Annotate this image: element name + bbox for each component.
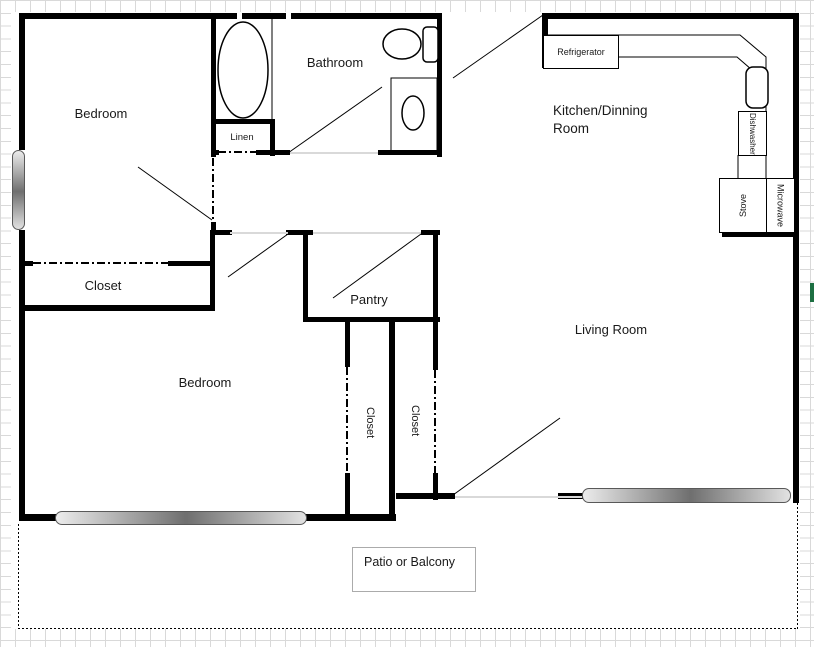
wall-closet3-right-lower <box>433 473 438 500</box>
dashdot-hallway <box>212 158 214 222</box>
dashdot-closet2-door <box>346 367 348 473</box>
wall-bottom-bedroom2-b <box>305 514 396 521</box>
wall-top-3 <box>291 13 442 19</box>
room-label-bathroom: Bathroom <box>306 55 364 70</box>
stove-box: Stove <box>719 178 767 233</box>
patio-boundary-bottom <box>18 628 798 629</box>
wall-bathroom-bottom-nub <box>211 150 219 155</box>
wall-closet1-right <box>210 230 215 310</box>
door-swing-bathroom <box>287 86 383 154</box>
room-label-closet3: Closet <box>406 393 424 448</box>
wall-top-2 <box>242 13 286 19</box>
wall-closet2-left-upper <box>345 322 350 367</box>
room-label-kitchen: Kitchen/Dinning Room <box>553 103 648 137</box>
door-swing-entry <box>452 14 544 79</box>
window-bedroom2 <box>55 511 307 525</box>
dashdot-closet3-door <box>434 370 436 473</box>
dishwasher-label: Dishwasher <box>748 112 757 155</box>
wall-closet-middle <box>389 322 395 521</box>
door-swing-patio <box>452 417 561 496</box>
toilet-bowl-icon <box>382 28 422 60</box>
door-swing-bedroom1 <box>137 166 213 221</box>
closet2-text: Closet <box>364 406 376 439</box>
opening-pantry-door <box>313 232 421 234</box>
wall-bottom-bedroom2-a <box>19 514 57 521</box>
closet3-text: Closet <box>409 404 421 437</box>
patio-label-box: Patio or Balcony <box>352 547 476 592</box>
wall-kitchen-bottom <box>722 230 798 237</box>
room-label-linen: Linen <box>230 132 254 143</box>
wall-bathroom-left <box>211 13 216 157</box>
room-label-closet2: Closet <box>361 395 379 450</box>
wall-bathroom-right <box>437 13 442 157</box>
bath-vanity-icon <box>390 77 438 154</box>
wall-hall-c <box>421 230 440 235</box>
wall-pantry-bottom <box>303 317 440 322</box>
wall-linen-top <box>211 119 275 124</box>
wall-hall-nub <box>211 222 216 235</box>
patio-label: Patio or Balcony <box>364 555 456 569</box>
dashdot-linen-door <box>218 151 258 153</box>
room-label-bedroom2: Bedroom <box>178 375 232 390</box>
green-edge-mark <box>810 283 814 302</box>
microwave-box: Microwave <box>766 178 795 233</box>
wall-top-kitchen <box>543 13 798 19</box>
window-bedroom1 <box>12 150 25 230</box>
wall-closet1-bottom <box>19 305 215 311</box>
patio-boundary-right <box>797 503 798 629</box>
wall-closet1-nub-right <box>168 261 215 266</box>
wall-linen-right <box>270 119 275 156</box>
wall-bottom-living-a <box>396 493 455 499</box>
room-label-bedroom1: Bedroom <box>74 106 128 121</box>
room-label-pantry: Pantry <box>350 292 388 307</box>
toilet-tank-icon <box>422 26 439 63</box>
window-living-room <box>582 488 791 503</box>
kitchen-counter-inner-edge <box>618 56 767 83</box>
patio-boundary-left <box>18 524 19 629</box>
stove-label: Stove <box>738 193 748 217</box>
wall-pantry-left <box>303 230 308 322</box>
wall-top-1 <box>19 13 237 19</box>
bathtub-icon <box>217 21 269 119</box>
wall-pantry-right <box>433 230 438 370</box>
room-label-living-room: Living Room <box>574 322 648 337</box>
door-swing-pantry <box>332 233 422 299</box>
microwave-label: Microwave <box>775 183 786 227</box>
wall-hall-a <box>211 230 232 235</box>
dashdot-closet1-door <box>33 262 168 264</box>
wall-left-lower <box>19 230 25 517</box>
wall-right <box>793 13 799 503</box>
kitchen-sink-icon <box>745 66 769 109</box>
wall-left-upper <box>19 13 25 150</box>
wall-closet2-left-lower <box>345 473 350 517</box>
bath-sink-icon <box>401 95 425 131</box>
door-swing-bedroom2 <box>227 233 289 278</box>
opening-bathroom-door <box>290 152 378 154</box>
room-label-closet1: Closet <box>84 278 122 293</box>
opening-patio-door <box>455 496 582 498</box>
wall-closet1-nub-left <box>19 261 33 266</box>
wall-hall-b <box>286 230 313 235</box>
opening-bedroom2-door <box>230 232 288 234</box>
refrigerator-label: Refrigerator <box>557 47 605 57</box>
dishwasher-box: Dishwasher <box>738 111 767 156</box>
refrigerator-box: Refrigerator <box>543 35 619 69</box>
